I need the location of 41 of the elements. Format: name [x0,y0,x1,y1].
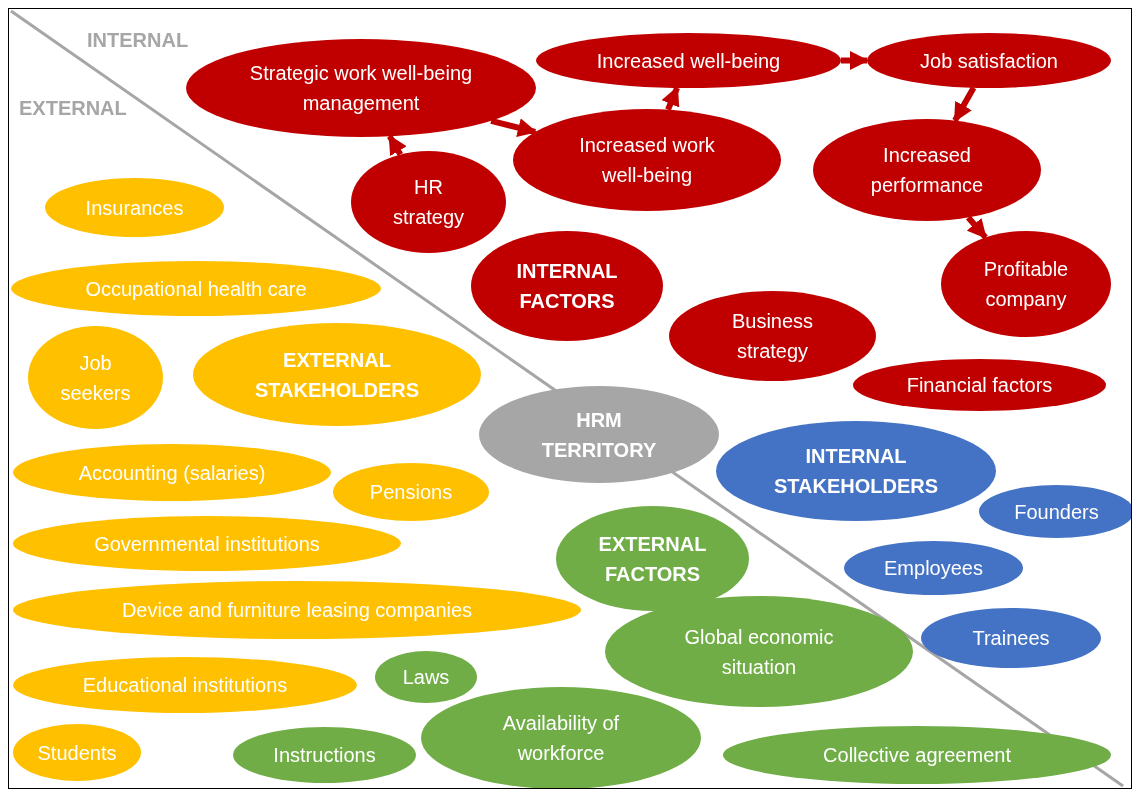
arrow [966,215,988,240]
node-label: Governmental institutions [94,531,320,557]
node-label: Pensions [369,480,453,505]
arrow [387,134,407,157]
node-label: EXTERNAL FACTORS [597,531,708,587]
region-label: EXTERNAL [19,97,127,120]
node-label: Occupational health care [85,276,307,302]
node-label: Collective agreement [823,743,1011,768]
node-label: INTERNAL STAKEHOLDERS [772,444,940,499]
node-label: Laws [402,665,450,690]
node-label: Business strategy [730,309,815,364]
node-label: Increased well-being [596,48,781,74]
node-label: Trainees [972,626,1050,651]
node-label: Insurances [85,195,184,221]
node-label: INTERNAL FACTORS [515,259,619,314]
node-label: HRM TERRITORY [540,407,658,463]
node-label: Device and furniture leasing companies [121,598,473,623]
topic-ellipse [979,485,1131,538]
node-label: Employees [884,556,983,581]
node-label: Instructions [273,743,376,768]
node-label: Availability of workforce [501,711,621,766]
node-label: HR strategy [391,175,466,230]
node-label: Job satisfaction [920,48,1058,74]
node-label: Financial factors [906,373,1053,398]
node-label: Educational institutions [82,673,288,698]
node-label: Increased performance [869,143,985,198]
node-label: Global economic situation [683,624,835,680]
region-label: INTERNAL [87,29,189,52]
arrow [952,86,977,123]
node-label: Job seekers [59,350,132,406]
node-label: Increased work well-being [578,133,716,188]
node-label: Accounting (salaries) [78,460,266,486]
node-label: Profitable company [982,257,1070,312]
node-label: Strategic work well-being management [248,61,474,116]
arrow [490,117,538,137]
arrow [841,50,869,71]
node-label: EXTERNAL STAKEHOLDERS [253,347,421,403]
node-label: Students [37,740,117,766]
topic-ellipse [11,261,381,316]
node-label: Founders [1014,499,1099,525]
arrow [661,86,680,111]
